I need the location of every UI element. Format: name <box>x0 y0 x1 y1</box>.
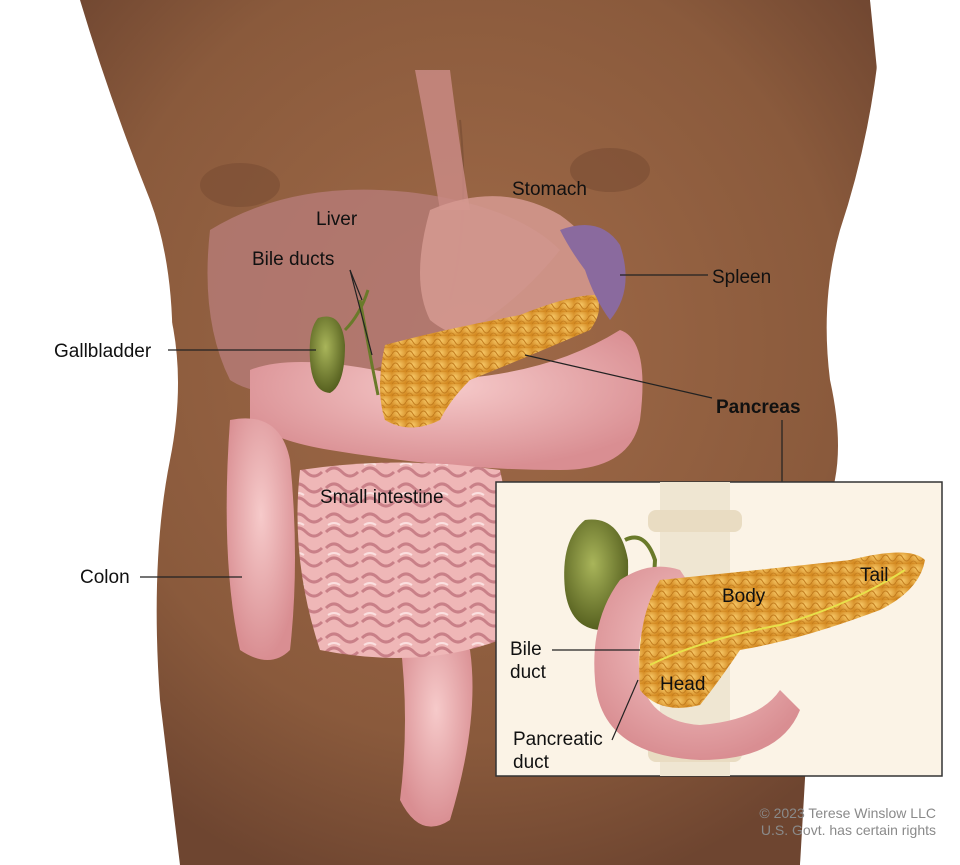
label-gallbladder: Gallbladder <box>54 341 152 362</box>
label-liver: Liver <box>316 209 358 230</box>
label-small-intestine: Small intestine <box>320 487 444 508</box>
leader-lines <box>140 269 783 578</box>
label-colon: Colon <box>80 567 130 588</box>
inset-label-body: Body <box>722 586 766 607</box>
inset-label-pancreatic-duct-1: Pancreatic <box>513 729 603 750</box>
label-stomach: Stomach <box>512 179 587 200</box>
label-bile-ducts: Bile ducts <box>252 249 335 270</box>
copyright-line-2: U.S. Govt. has certain rights <box>760 822 936 838</box>
inset-label-pancreatic-duct-2: duct <box>513 752 549 773</box>
label-pancreas: Pancreas <box>716 397 801 418</box>
pancreas <box>380 295 599 428</box>
small-intestine <box>297 462 510 658</box>
spleen <box>560 225 626 320</box>
inset-label-head: Head <box>660 674 706 695</box>
inset-label-tail: Tail <box>860 565 889 586</box>
label-spleen: Spleen <box>712 267 772 288</box>
pancreas-inset <box>495 481 943 777</box>
copyright-line-1: © 2023 Terese Winslow LLC <box>759 805 936 821</box>
gallbladder <box>309 289 380 396</box>
inset-label-bile-duct-1: Bile <box>510 639 542 660</box>
inset-label-bile-duct-2: duct <box>510 662 546 683</box>
